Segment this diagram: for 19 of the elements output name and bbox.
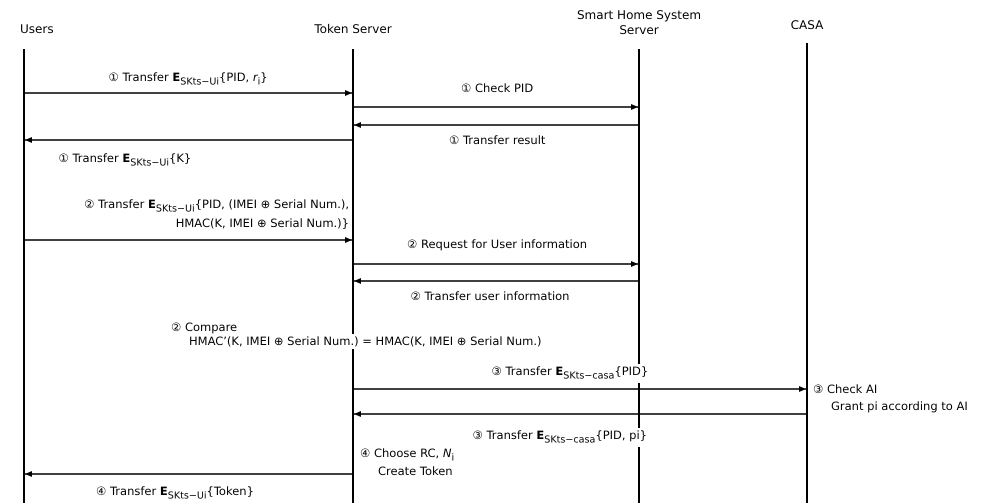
message-arrow [354,104,638,110]
participant-label: Smart Home System Server [576,8,702,38]
note-text: ② Compare [170,320,238,335]
participant-label: CASA [790,18,824,33]
message-arrow [25,90,352,96]
note-text: HMAC’(K, IMEI ⊕ Serial Num.) = HMAC(K, IMEI ⊕ Serial Num.) [188,334,543,349]
message-arrow [354,278,638,284]
participant-label: Users [20,22,55,37]
message-arrow [25,237,352,243]
message-arrow [354,261,638,267]
message-arrow [354,411,806,417]
participant-label: Token Server [313,22,393,37]
message-label: ③ Transfer E$_{SKts−casa}${PID, pi} [470,428,649,448]
message-label: ② Request for User information [405,237,590,252]
note-text: Grant pi according to AI [830,399,969,414]
message-arrow [25,471,352,477]
message-arrow [354,122,638,128]
message-arrow [354,386,806,392]
message-arrow [25,137,352,143]
